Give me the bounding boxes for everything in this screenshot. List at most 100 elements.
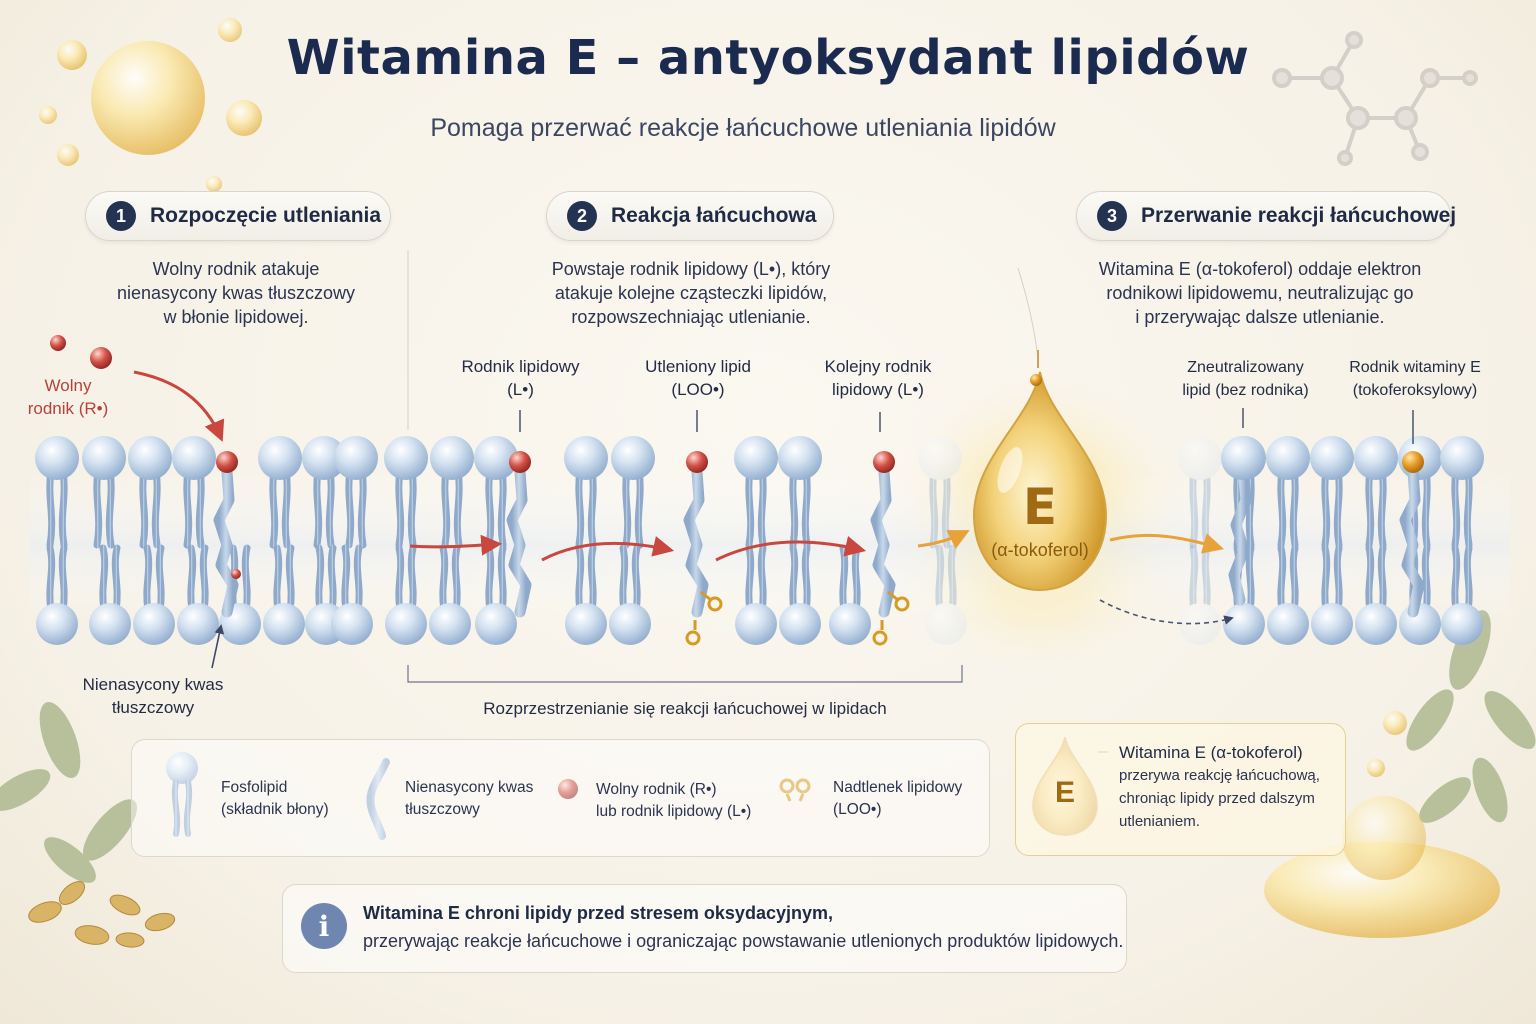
- legend-radical: Wolny rodnik (R•) lub rodnik lipidowy (L…: [596, 781, 752, 820]
- step-1-description: Wolny rodnik atakuje nienasycony kwas tł…: [116, 259, 356, 327]
- fatty-acid-label: Nienasycony kwas tłuszczowy: [82, 675, 224, 717]
- propagation-bracket: [407, 665, 963, 683]
- phospholipid: [1440, 436, 1484, 549]
- phospholipid: [82, 436, 126, 549]
- phospholipid: [564, 436, 608, 549]
- vitamin-e-droplet-label: (α-tokoferol): [991, 540, 1089, 560]
- info-text: przerywając reakcje łańcuchowe i ogranic…: [363, 931, 1124, 951]
- phospholipid: [177, 544, 219, 645]
- free-radical-small: [50, 335, 66, 351]
- phospholipid: [779, 544, 821, 645]
- phospholipid: [1267, 544, 1309, 645]
- phospholipid: [36, 544, 78, 645]
- vitamin-note-text: Witamina E (α-tokoferol) przerywa reakcj…: [1119, 743, 1320, 830]
- phospholipid: [430, 436, 474, 549]
- propagation-label: Rozprzestrzenianie się reakcji łańcuchow…: [483, 699, 887, 718]
- seeds-decoration: [28, 881, 176, 948]
- step-1-header: 1 Rozpoczęcie utleniania: [85, 191, 391, 241]
- legend-peroxide-icon: [779, 778, 811, 802]
- next-radical-label: Kolejny rodnik lipidowy (L•): [824, 357, 932, 399]
- phospholipid: [1178, 436, 1222, 549]
- phospholipid: [128, 436, 172, 549]
- free-radical: [90, 347, 112, 369]
- attack-arrow: [133, 370, 225, 442]
- phospholipid: [263, 544, 305, 645]
- chain-arrow-3: [715, 535, 867, 562]
- phospholipid: [1266, 436, 1310, 549]
- neutralized-lipid-molecule: [1221, 436, 1265, 606]
- legend-fatty-acid: Nienasycony kwas tłuszczowy: [405, 779, 534, 818]
- electron-arrow-out: [1109, 533, 1225, 554]
- phospholipid: [778, 436, 822, 549]
- vitamin-note-panel: [1015, 723, 1346, 856]
- free-radical-label: Wolny rodnik (R•): [27, 376, 109, 418]
- neutralize-arrow: [1099, 599, 1234, 625]
- step-2-header: 2 Reakcja łańcuchowa: [546, 191, 834, 241]
- phospholipid: [384, 436, 428, 549]
- chain-arrow-1: [409, 534, 503, 556]
- vitamin-radical-label: Rodnik witaminy E (tokoferoksylowy): [1349, 359, 1481, 399]
- leaves-left-decoration: [0, 702, 137, 883]
- neutralized-lipid-label: Zneutralizowany lipid (bez rodnika): [1182, 359, 1309, 399]
- oxidized-lipid-label: Utleniony lipid (LOO•): [645, 357, 751, 399]
- electron-arrow-in: [917, 530, 970, 549]
- step-label: Rozpoczęcie utleniania: [150, 204, 382, 227]
- info-heading: Witamina E chroni lipidy przed stresem o…: [363, 903, 833, 923]
- legend-peroxide: Nadtlenek lipidowy (LOO•): [833, 779, 963, 818]
- phospholipid: [925, 544, 967, 645]
- page-title: Witamina E – antyoksydant lipidów: [286, 30, 1250, 86]
- phospholipid: [565, 544, 607, 645]
- phospholipid: [385, 544, 427, 645]
- phospholipid: [1441, 544, 1483, 645]
- phospholipid: [609, 544, 651, 645]
- leaves-right-decoration: [1406, 610, 1536, 823]
- phospholipid: [1310, 436, 1354, 549]
- step-number-badge: 3: [1097, 201, 1127, 231]
- phospholipid: [918, 436, 962, 549]
- legend-phospholipid-icon: [166, 752, 198, 837]
- info-icon: i: [301, 903, 347, 949]
- lipid-radical-molecule: [506, 451, 532, 618]
- lipid-radical-label: Rodnik lipidowy (L•): [461, 357, 580, 399]
- phospholipid: [35, 436, 79, 549]
- label-pointers: [519, 408, 1414, 444]
- oxidized-lipid-molecule: [683, 451, 723, 646]
- attacked-fatty-acid: [213, 451, 239, 618]
- phospholipid: [734, 436, 778, 549]
- chain-arrow-2: [541, 536, 675, 562]
- step-number-badge: 2: [567, 201, 597, 231]
- oil-bubbles-decoration: [39, 18, 262, 192]
- phospholipid: [302, 436, 346, 549]
- phospholipid: [89, 544, 131, 645]
- next-lipid-radical-molecule: [870, 451, 910, 646]
- molecule-decoration: [1272, 31, 1478, 166]
- radical-site: [231, 569, 241, 579]
- step-3-description: Witamina E (α-tokoferol) oddaje elektron…: [1098, 259, 1422, 327]
- oil-puddle-decoration: [1264, 711, 1500, 938]
- tocopheroxyl-radical-molecule: [1399, 451, 1425, 618]
- phospholipid: [611, 436, 655, 549]
- page-subtitle: Pomaga przerwać reakcje łańcuchowe utlen…: [430, 114, 1056, 142]
- step-2-description: Powstaje rodnik lipidowy (L•), który ata…: [551, 259, 831, 327]
- legend-panel: [131, 739, 990, 857]
- vitamin-note-letter: E: [1054, 776, 1075, 809]
- step-label: Przerwanie reakcji łańcuchowej: [1141, 204, 1457, 227]
- phospholipid: [429, 544, 471, 645]
- step-label: Reakcja łańcuchowa: [611, 204, 817, 227]
- legend-radical-icon: [558, 779, 578, 799]
- legend-phospholipid: Fosfolipid (składnik błony): [221, 779, 329, 818]
- step-number-badge: 1: [106, 201, 136, 231]
- phospholipid: [1354, 436, 1398, 549]
- phospholipid: [172, 436, 216, 549]
- phospholipid: [133, 544, 175, 645]
- phospholipid: [1355, 544, 1397, 645]
- legend-fatty-acid-icon: [366, 758, 390, 840]
- info-panel: [282, 884, 1127, 973]
- phospholipid: [334, 436, 378, 549]
- vitamin-e-droplet: [972, 350, 1108, 592]
- vitamin-e-letter: E: [1022, 478, 1058, 536]
- fatty-acid-pointer: [211, 624, 225, 669]
- phospholipid: [1311, 544, 1353, 645]
- step-3-header: 3 Przerwanie reakcji łańcuchowej: [1076, 191, 1456, 241]
